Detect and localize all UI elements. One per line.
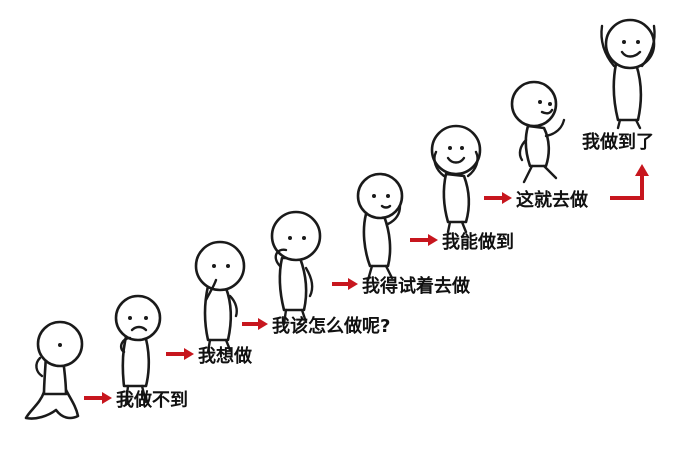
stick-figure-6-confident — [430, 124, 482, 234]
arrow-7-up — [610, 164, 649, 200]
step-7-label: 我做到了 — [582, 131, 654, 153]
step-1-label: 我做不到 — [116, 389, 188, 411]
step-2-label: 我想做 — [198, 345, 253, 367]
arrow-6 — [484, 192, 512, 204]
stick-figure-2-hesitant — [114, 294, 162, 406]
stick-figure-1-despair — [24, 320, 84, 420]
step-3-label: 我该怎么做呢? — [272, 315, 390, 337]
step-5-label: 我能做到 — [442, 231, 514, 253]
stick-figure-4-pondering — [270, 210, 322, 326]
stick-figure-7-going — [510, 80, 566, 184]
step-4-label: 我得试着去做 — [362, 275, 471, 297]
arrow-3 — [242, 318, 268, 330]
arrow-5 — [410, 234, 438, 246]
stick-figure-5-trying — [356, 172, 404, 282]
stick-figure-8-success — [600, 18, 656, 130]
arrow-2 — [166, 348, 194, 360]
step-6-label: 这就去做 — [516, 189, 589, 211]
stick-figure-3-thinking — [194, 240, 246, 354]
arrow-4 — [332, 278, 358, 290]
arrow-1 — [84, 392, 112, 404]
